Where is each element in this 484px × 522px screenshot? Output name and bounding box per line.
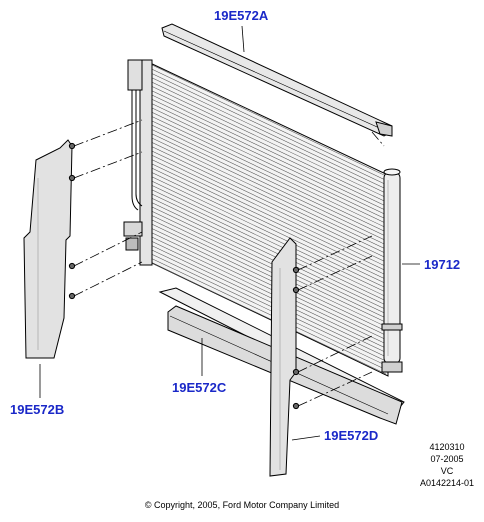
fin-line [149,197,387,310]
left-shield-19e572b [23,139,76,359]
fin-line [149,231,387,345]
fin-line [149,223,387,336]
fin-line [149,89,387,203]
fin-line [149,244,387,358]
fin-line [149,171,387,284]
fin-line [149,192,387,306]
fin-line [149,162,387,276]
fin-line [149,227,387,340]
fin-line [149,214,387,327]
fin-line [149,111,387,224]
fin-line [149,128,387,241]
fin-line [149,76,387,190]
fin-line [149,98,387,211]
fin-line [149,136,387,250]
leader-lines [39,25,420,441]
fin-line [149,102,387,215]
fin-line [149,124,387,237]
condenser-core [123,59,389,377]
callout-19e572c: 19E572C [172,380,227,395]
fin-line [149,179,387,293]
fin-line [149,261,387,375]
fin-line [149,93,387,207]
alignment-lines [73,119,385,407]
reference-line-1: 4120310 [429,442,465,452]
fin-line [149,205,387,319]
fin-line [149,184,387,297]
fin-line [149,210,387,323]
callout-19e572b: 19E572B [10,402,65,417]
top-bracket-19e572a [161,23,393,137]
reference-line-3: VC [440,466,454,476]
fin-line [149,235,387,349]
callout-19e572d: 19E572D [324,428,379,443]
fin-line [149,257,387,370]
fin-line [149,115,387,228]
fin-line [149,63,387,177]
copyright-notice: © Copyright, 2005, Ford Motor Company Li… [144,500,340,510]
fin-line [149,119,387,233]
fin-line [149,218,387,332]
fin-line [149,68,387,181]
fin-line [149,149,387,263]
fin-line [149,240,387,353]
right-shield-19e572d [269,237,300,477]
callout-19e572a: 19E572A [214,8,269,23]
fin-line [149,201,387,314]
fin-line [149,141,387,254]
fin-line [149,72,387,185]
callout-19712: 19712 [424,257,461,272]
fin-line [149,106,387,220]
reference-line-4: A0142214-01 [419,478,475,488]
reference-block: 4120310 07-2005 VC A0142214-01 [412,441,482,489]
fin-line [149,167,387,280]
fin-line [149,158,387,271]
fin-line [149,154,387,267]
fin-line [149,175,387,289]
reference-line-2: 07-2005 [430,454,464,464]
fin-line [149,85,387,198]
fin-line [149,253,387,366]
condenser-fins [149,63,387,375]
fin-line [149,80,387,194]
receiver-drier-19712 [381,168,403,373]
fin-line [149,145,387,259]
fin-line [149,248,387,362]
fin-line [149,132,387,246]
fin-line [149,188,387,302]
